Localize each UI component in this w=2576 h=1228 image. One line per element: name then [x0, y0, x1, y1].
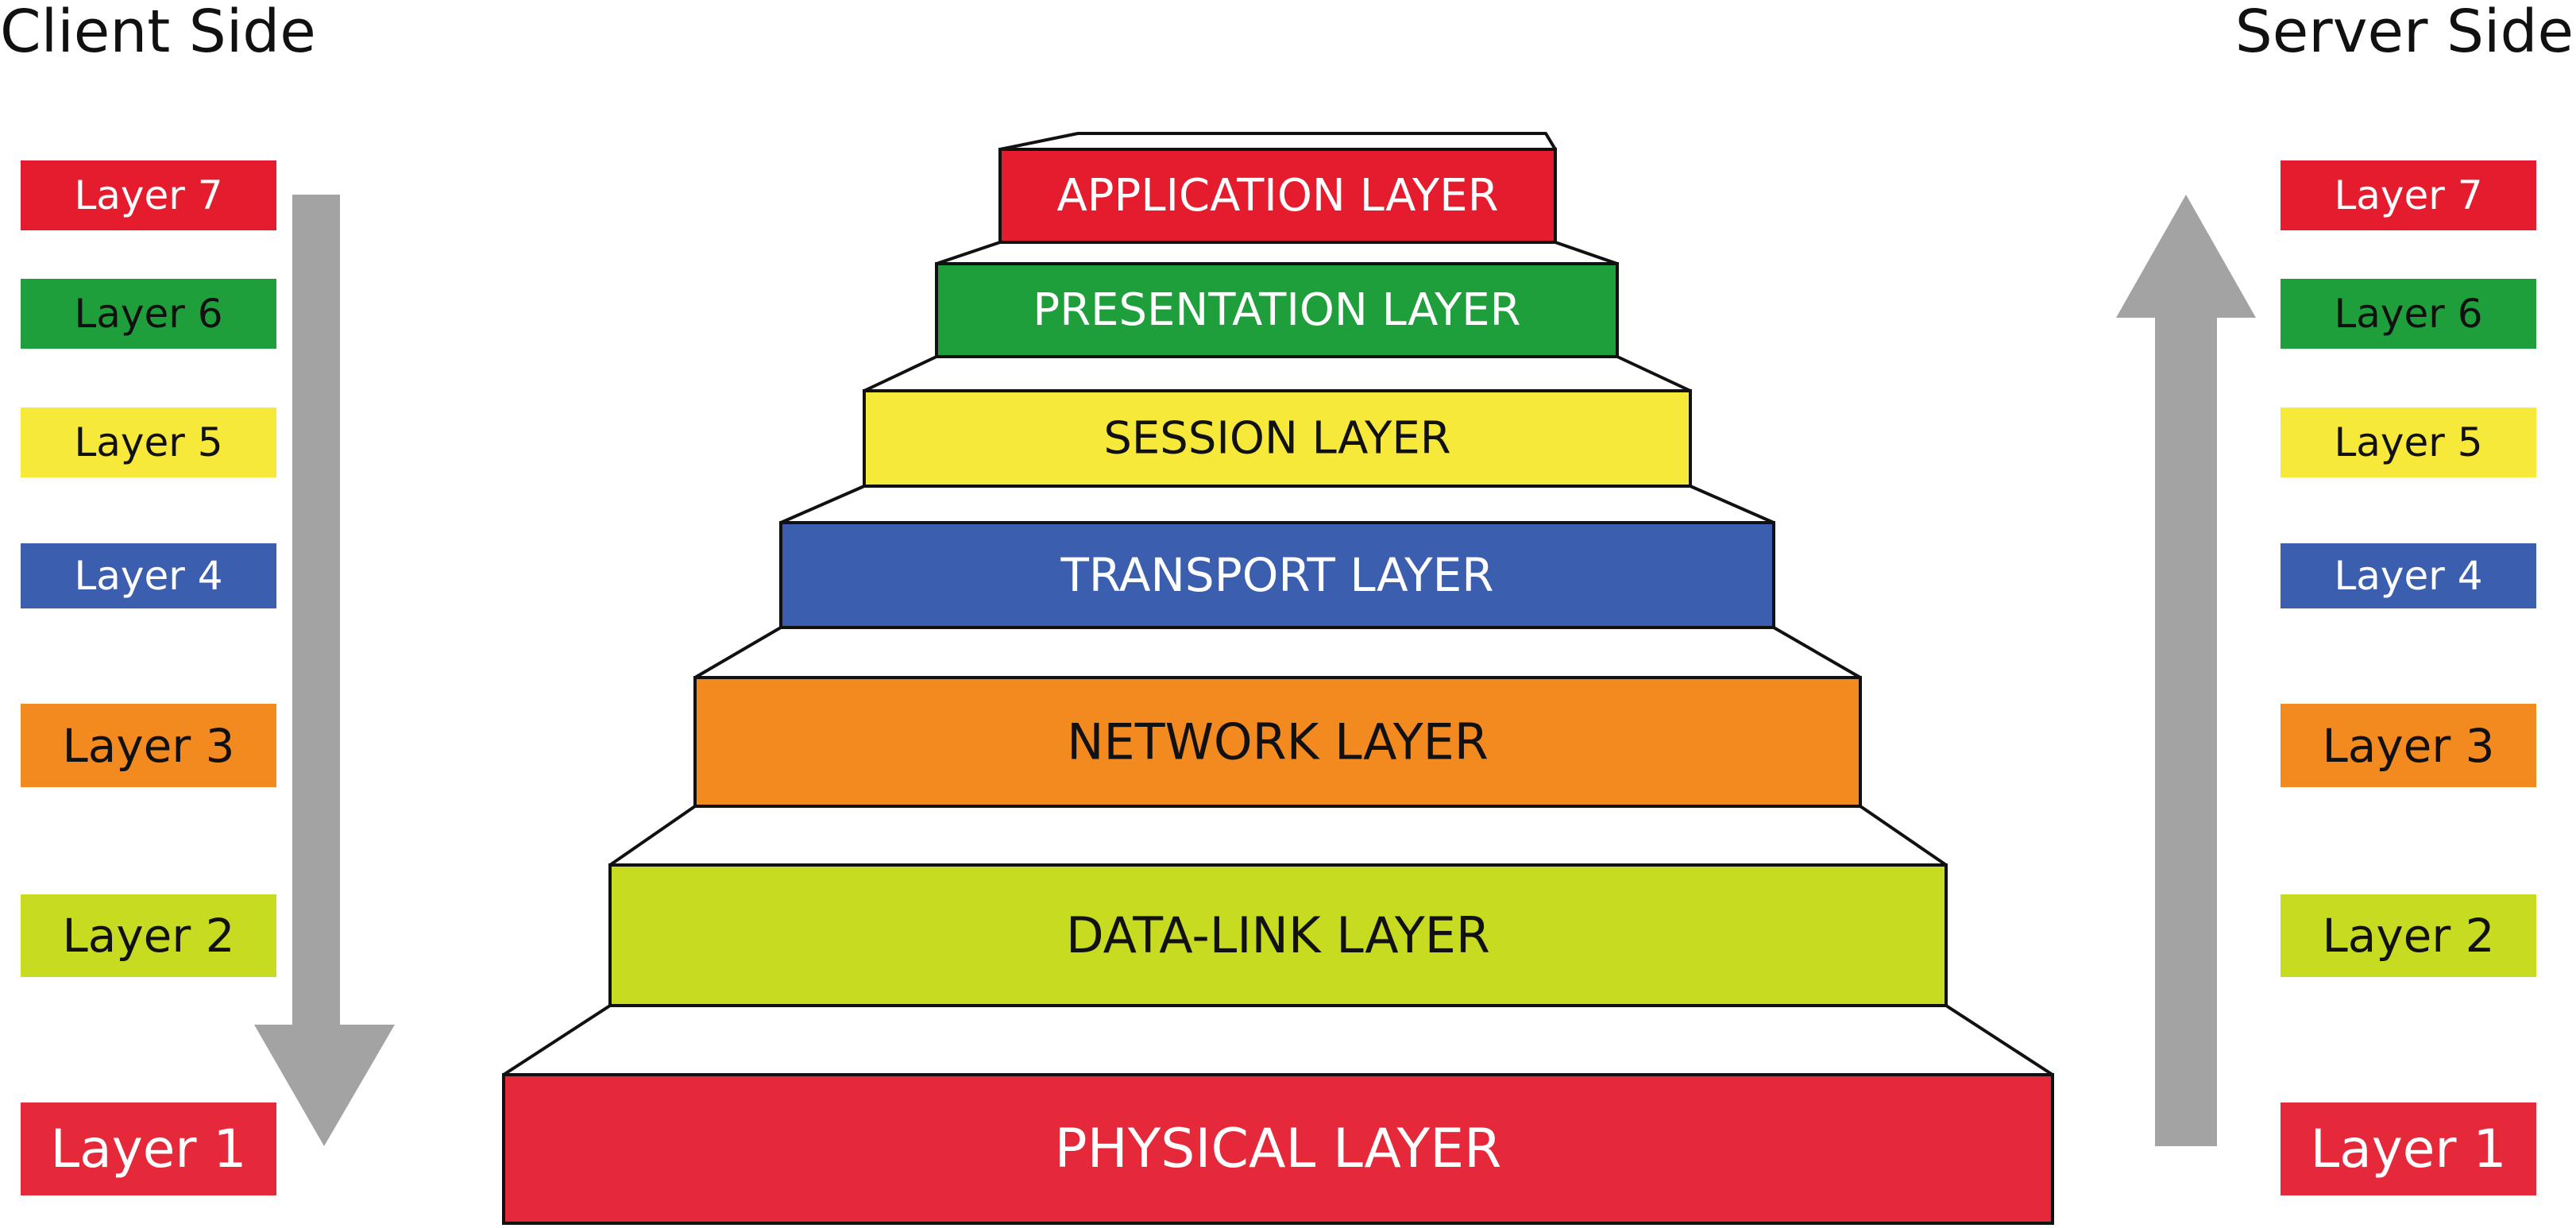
server-layer-7-box: Layer 7 — [2281, 160, 2536, 230]
stack-step-1-block — [502, 1073, 2054, 1225]
server-side-title: Server Side — [2234, 0, 2574, 66]
client-layer-7-box: Layer 7 — [21, 160, 276, 230]
stack-step-3-label: NETWORK LAYER — [1067, 713, 1489, 771]
stack-step-1-label: PHYSICAL LAYER — [1055, 1118, 1502, 1180]
server-layer-2-box: Layer 2 — [2281, 894, 2536, 977]
server-layer-5-box: Layer 5 — [2281, 407, 2536, 477]
server-up-arrow-icon — [2116, 195, 2256, 1146]
stack-step-5-label: SESSION LAYER — [1103, 413, 1450, 465]
stack-step-2-block — [608, 863, 1948, 1007]
server-layer-1-box: Layer 1 — [2281, 1102, 2536, 1195]
stack-step-2-label: DATA-LINK LAYER — [1066, 906, 1490, 964]
client-side-title: Client Side — [0, 0, 316, 66]
client-layer-5-box: Layer 5 — [21, 407, 276, 477]
client-layer-1-box: Layer 1 — [21, 1102, 276, 1195]
stack-step-4-block — [779, 521, 1775, 629]
server-layer-3-box: Layer 3 — [2281, 704, 2536, 787]
stack-step-3-block — [693, 676, 1862, 808]
step-tread-3 — [693, 626, 1862, 679]
server-layer-4-box: Layer 4 — [2281, 543, 2536, 608]
client-down-arrow-icon — [254, 195, 395, 1146]
client-layer-3-box: Layer 3 — [21, 704, 276, 787]
server-layer-6-box: Layer 6 — [2281, 279, 2536, 349]
step-tread-7 — [998, 132, 1557, 151]
client-layer-2-box: Layer 2 — [21, 894, 276, 977]
stack-step-4-label: TRANSPORT LAYER — [1060, 548, 1493, 602]
step-tread-5 — [863, 355, 1692, 392]
stack-step-7-block — [998, 148, 1557, 244]
stack-step-6-label: PRESENTATION LAYER — [1033, 284, 1520, 336]
client-layer-6-box: Layer 6 — [21, 279, 276, 349]
step-tread-6 — [935, 241, 1619, 265]
step-tread-2 — [608, 805, 1948, 867]
stack-step-7-label: APPLICATION LAYER — [1056, 170, 1498, 222]
stack-step-6-block — [935, 262, 1619, 358]
step-tread-4 — [779, 485, 1775, 524]
step-tread-1 — [502, 1004, 2054, 1076]
client-layer-4-box: Layer 4 — [21, 543, 276, 608]
